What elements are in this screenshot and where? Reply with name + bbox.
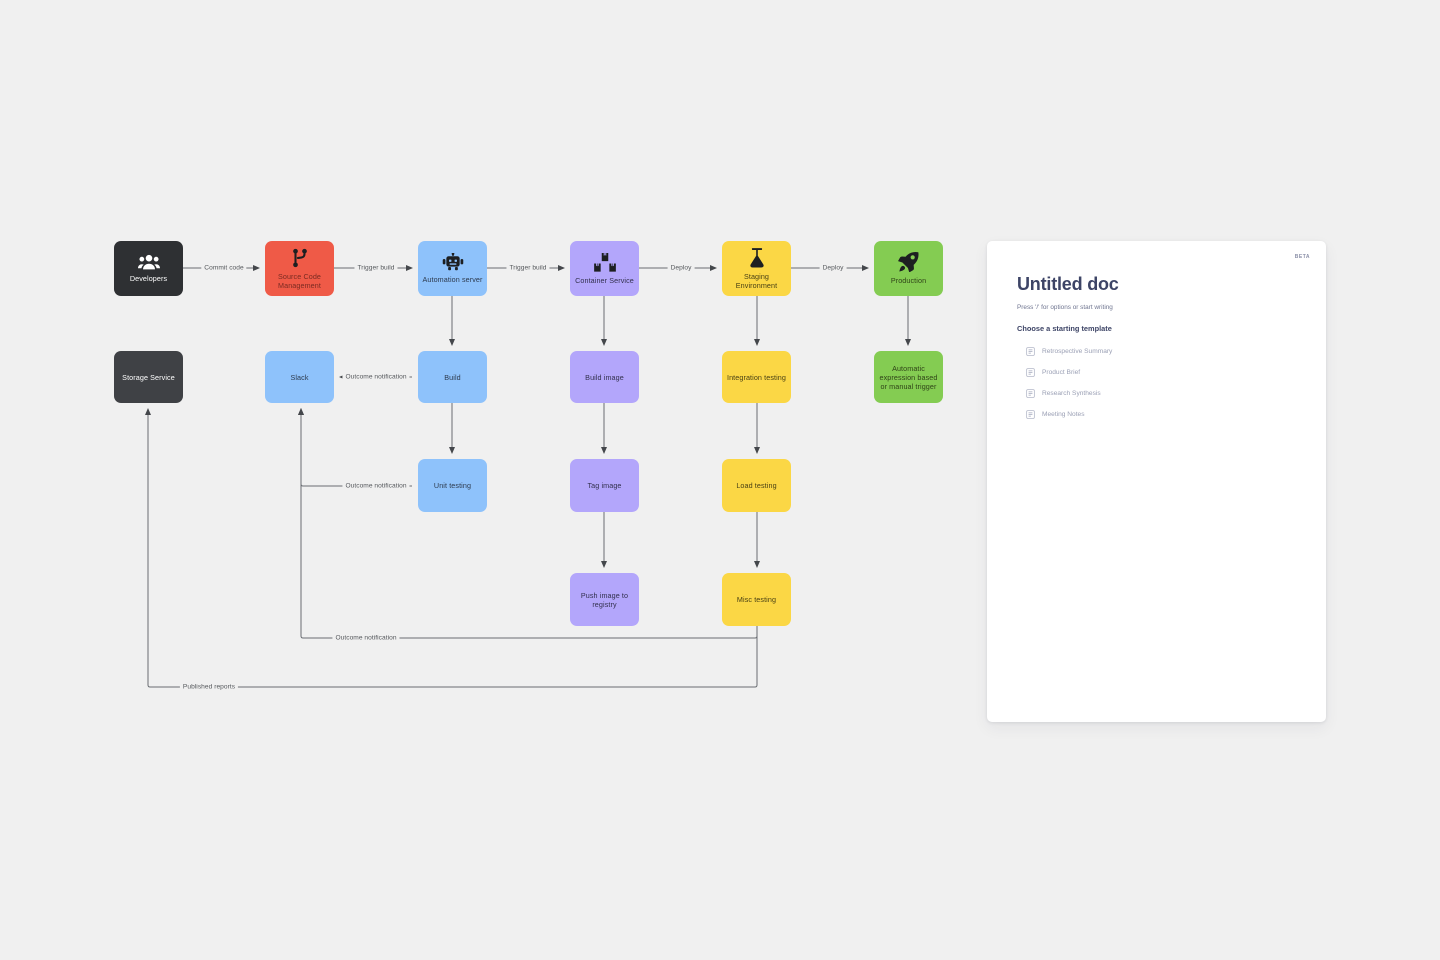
node-label: Build image: [585, 372, 624, 382]
template-item-research-synthesis[interactable]: Research Synthesis: [1017, 383, 1296, 404]
document-icon: [1026, 347, 1035, 356]
node-label: Automatic expression based or manual tri…: [879, 363, 938, 391]
node-build[interactable]: Build: [418, 351, 487, 403]
template-item-label: Retrospective Summary: [1042, 348, 1113, 355]
template-item-product-brief[interactable]: Product Brief: [1017, 362, 1296, 383]
template-item-meeting-notes[interactable]: Meeting Notes: [1017, 404, 1296, 425]
edge-label-deploy-1: Deploy: [667, 264, 695, 272]
node-staging-environment[interactable]: Staging Environment: [722, 241, 791, 296]
document-icon: [1026, 389, 1035, 398]
edge-label-trigger-build-1: Trigger build: [354, 264, 398, 272]
edge-label-commit-code: Commit code: [201, 264, 247, 272]
node-tag-image[interactable]: Tag image: [570, 459, 639, 512]
flask-icon: [748, 247, 766, 268]
beta-badge: BETA: [1294, 254, 1310, 260]
node-integration-testing[interactable]: Integration testing: [722, 351, 791, 403]
template-item-retrospective-summary[interactable]: Retrospective Summary: [1017, 341, 1296, 362]
node-container-service[interactable]: Container Service: [570, 241, 639, 296]
node-label: Automation server: [422, 275, 483, 284]
node-automation-server[interactable]: Automation server: [418, 241, 487, 296]
node-misc-testing[interactable]: Misc testing: [722, 573, 791, 626]
git-branch-icon: [291, 248, 309, 268]
people-icon: [137, 254, 160, 270]
node-label: Unit testing: [433, 481, 472, 490]
node-push-image-to-registry[interactable]: Push image to registry: [570, 573, 639, 626]
node-automatic-trigger[interactable]: Automatic expression based or manual tri…: [874, 351, 943, 403]
node-label: Push image to registry: [580, 590, 629, 609]
node-production[interactable]: Production: [874, 241, 943, 296]
node-label: Developers: [129, 274, 168, 283]
edge-label-outcome-notification-1: Outcome notification: [342, 373, 410, 381]
edge-label-outcome-notification-2: Outcome notification: [342, 482, 410, 490]
node-label: Misc testing: [736, 595, 777, 604]
rocket-icon: [898, 252, 919, 273]
node-label: Slack: [290, 372, 309, 382]
template-item-label: Product Brief: [1042, 369, 1081, 376]
edge-misctesting-storage: [145, 408, 758, 688]
edge-misctesting-slack: [298, 408, 758, 639]
node-label: Storage Service: [122, 372, 175, 382]
node-unit-testing[interactable]: Unit testing: [418, 459, 487, 512]
node-label: Container Service: [575, 275, 634, 285]
template-item-label: Meeting Notes: [1042, 411, 1085, 418]
doc-title[interactable]: Untitled doc: [1017, 274, 1119, 294]
node-label: Production: [890, 276, 927, 285]
document-panel: BETA Untitled doc Press '/' for options …: [987, 241, 1326, 722]
node-developers[interactable]: Developers: [114, 241, 183, 296]
node-storage-service[interactable]: Storage Service: [114, 351, 183, 403]
template-section-heading: Choose a starting template: [1017, 324, 1112, 333]
edge-label-trigger-build-2: Trigger build: [506, 264, 550, 272]
node-label: Integration testing: [726, 372, 787, 382]
template-item-label: Research Synthesis: [1042, 390, 1101, 397]
node-label: Load testing: [736, 481, 777, 490]
edge-label-deploy-2: Deploy: [819, 264, 847, 272]
document-icon: [1026, 410, 1035, 419]
document-icon: [1026, 368, 1035, 377]
edge-label-published-reports: Published reports: [179, 683, 239, 691]
node-label: Source Code Management: [277, 271, 322, 290]
node-label: Staging Environment: [735, 271, 778, 290]
node-build-image[interactable]: Build image: [570, 351, 639, 403]
doc-editor-placeholder[interactable]: Press '/' for options or start writing: [1017, 304, 1113, 311]
node-slack[interactable]: Slack: [265, 351, 334, 403]
boxes-icon: [593, 252, 616, 272]
node-label: Build: [444, 372, 461, 382]
template-list: Retrospective Summary Product Brief: [1017, 341, 1296, 425]
edge-label-outcome-notification-3: Outcome notification: [332, 634, 400, 642]
node-load-testing[interactable]: Load testing: [722, 459, 791, 512]
edge-unittesting-slack: [298, 408, 412, 487]
node-label: Tag image: [587, 481, 622, 490]
node-source-code-management[interactable]: Source Code Management: [265, 241, 334, 296]
robot-icon: [442, 252, 464, 271]
